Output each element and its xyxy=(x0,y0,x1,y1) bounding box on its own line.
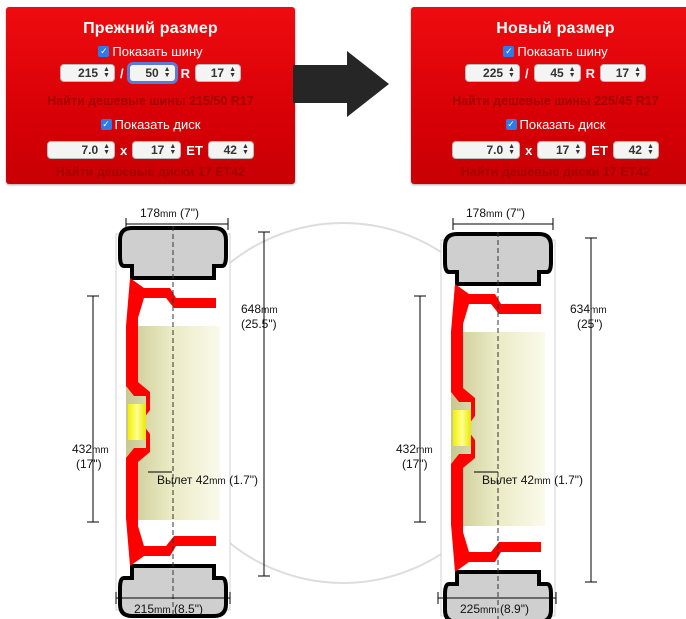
old-disk-size-row: 7.0▲▼ x 17▲▼ ET 42▲▼ xyxy=(6,141,295,159)
old-x-label: x xyxy=(120,142,128,158)
old-bottom-width-label: 215mm (8.5") xyxy=(134,602,203,616)
old-size-title: Прежний размер xyxy=(83,20,218,37)
old-et-label: ET xyxy=(186,142,203,158)
new-et-select[interactable]: 42▲▼ xyxy=(612,141,659,159)
wheel-comparison-diagram: 178mm (7") 648mm (25.5") 432mm (17") Выл… xyxy=(72,206,607,619)
old-size-panel: Прежний размер ✓ Показать шину 215▲▼ / 5… xyxy=(6,7,295,184)
old-show-tire-row[interactable]: ✓ Показать шину xyxy=(6,44,295,59)
new-tire-size-row: 225▲▼ / 45▲▼ R 17▲▼ xyxy=(411,64,686,82)
new-tire-width-select[interactable]: 225▲▼ xyxy=(464,64,520,82)
new-show-tire-label: Показать шину xyxy=(517,44,608,59)
new-diameter-in-label: (25") xyxy=(577,317,603,331)
old-top-width-label: 178mm (7") xyxy=(140,206,199,220)
new-x-label: x xyxy=(525,142,533,158)
old-rim-diameter-label: 432mm xyxy=(72,442,109,456)
old-show-tire-checkbox[interactable]: ✓ xyxy=(98,46,110,57)
new-bottom-width-label: 225mm (8.9") xyxy=(460,602,529,616)
new-show-disk-row[interactable]: ✓ Показать диск xyxy=(411,117,686,132)
old-disk-width-select[interactable]: 7.0▲▼ xyxy=(47,141,116,159)
new-tire-profile-select[interactable]: 45▲▼ xyxy=(533,64,581,82)
new-slash: / xyxy=(524,65,529,81)
old-wheel-diagram xyxy=(114,224,232,619)
old-offset-label: Вылет 42mm (1.7") xyxy=(157,473,258,487)
new-find-tires-link[interactable]: Найти дешевые шины 225/45 R17 xyxy=(452,94,659,108)
new-show-tire-checkbox[interactable]: ✓ xyxy=(503,46,515,57)
new-disk-size-row: 7.0▲▼ x 17▲▼ ET 42▲▼ xyxy=(411,141,686,159)
old-find-tires-link[interactable]: Найти дешевые шины 215/50 R17 xyxy=(47,94,254,108)
new-rim-diameter-label: 432mm xyxy=(396,442,433,456)
new-size-panel: Новый размер ✓ Показать шину 225▲▼ / 45▲… xyxy=(411,7,686,184)
old-tire-rim-select[interactable]: 17▲▼ xyxy=(195,64,241,82)
old-rim-diameter-in-label: (17") xyxy=(76,457,102,471)
new-show-disk-checkbox[interactable]: ✓ xyxy=(505,119,517,130)
new-disk-rim-select[interactable]: 17▲▼ xyxy=(537,141,587,159)
new-diameter-label: 634mm xyxy=(570,302,607,316)
new-rim-diameter-in-label: (17") xyxy=(402,457,428,471)
old-show-disk-label: Показать диск xyxy=(114,117,201,132)
old-wheel-dimensions: 178mm (7") 648mm (25.5") 432mm (17") Выл… xyxy=(72,206,278,616)
old-slash: / xyxy=(119,65,124,81)
new-r-label: R xyxy=(585,65,595,81)
old-et-select[interactable]: 42▲▼ xyxy=(207,141,254,159)
new-wheel-diagram xyxy=(439,230,557,619)
old-r-label: R xyxy=(180,65,190,81)
old-find-disks-link[interactable]: Найти дешевые диски 17 ET42 xyxy=(55,165,246,179)
new-et-label: ET xyxy=(591,142,608,158)
old-disk-rim-select[interactable]: 17▲▼ xyxy=(132,141,182,159)
new-disk-width-select[interactable]: 7.0▲▼ xyxy=(452,141,521,159)
new-size-title: Новый размер xyxy=(496,20,615,37)
old-tire-profile-select[interactable]: 50▲▼ xyxy=(128,64,176,82)
right-arrow-icon xyxy=(293,51,389,117)
new-show-tire-row[interactable]: ✓ Показать шину xyxy=(411,44,686,59)
old-diameter-in-label: (25.5") xyxy=(241,317,277,331)
new-tire-rim-select[interactable]: 17▲▼ xyxy=(600,64,646,82)
new-find-disks-link[interactable]: Найти дешевые диски 17 ET42 xyxy=(460,165,651,179)
new-show-disk-label: Показать диск xyxy=(519,117,606,132)
new-offset-label: Вылет 42mm (1.7") xyxy=(482,473,583,487)
new-wheel-dimensions: 178mm (7") 634mm (25") 432mm (17") Вылет… xyxy=(396,206,607,616)
new-top-width-label: 178mm (7") xyxy=(466,206,525,220)
old-tire-size-row: 215▲▼ / 50▲▼ R 17▲▼ xyxy=(6,64,295,82)
old-show-disk-checkbox[interactable]: ✓ xyxy=(100,119,112,130)
old-show-tire-label: Показать шину xyxy=(112,44,203,59)
old-show-disk-row[interactable]: ✓ Показать диск xyxy=(6,117,295,132)
old-diameter-label: 648mm xyxy=(241,302,278,316)
old-tire-width-select[interactable]: 215▲▼ xyxy=(59,64,115,82)
